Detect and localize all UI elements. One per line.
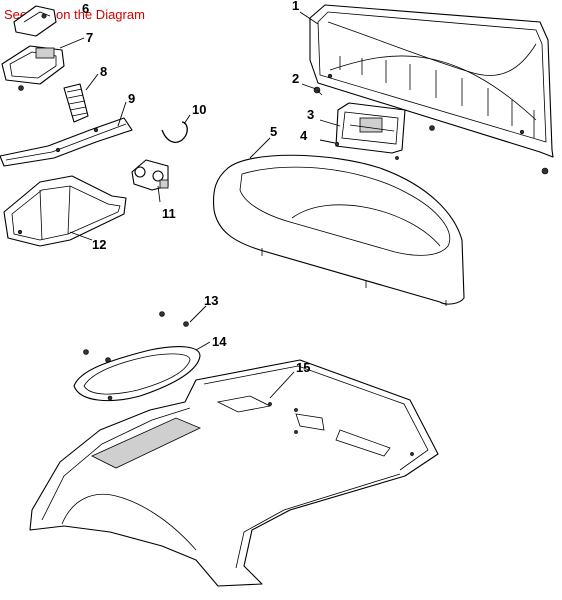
callout-7: 7	[86, 30, 93, 45]
part-2-screw	[313, 86, 323, 96]
part-15-top-cover	[29, 359, 439, 587]
callout-1: 1	[292, 0, 299, 13]
part-4-screw	[319, 139, 340, 147]
callout-4: 4	[300, 128, 308, 143]
callout-2: 2	[292, 71, 299, 86]
leader-lines	[59, 11, 341, 399]
part-5-console	[212, 154, 465, 306]
part-6-knob	[13, 5, 57, 37]
callout-3: 3	[307, 107, 314, 122]
part-1-backsplash	[309, 4, 554, 175]
callout-9: 9	[128, 91, 135, 106]
part-10-hose-clip	[161, 121, 188, 143]
part-9-bracket	[0, 117, 133, 167]
callout-11: 11	[162, 206, 176, 221]
callout-6: 6	[82, 1, 89, 16]
part-14-lid-frame	[73, 341, 211, 402]
part-12-housing	[3, 175, 127, 247]
callout-14: 14	[212, 334, 227, 349]
callout-15: 15	[296, 360, 310, 375]
part-8-filter	[63, 83, 89, 123]
part-7-dispenser	[1, 45, 65, 91]
part-11-water-valve	[131, 159, 169, 203]
callout-12: 12	[92, 237, 106, 252]
callout-labels: 1 2 3 4 5 6 7 8 9 10 11 12 13 14 15	[82, 0, 314, 375]
part-3-control-board	[335, 102, 435, 160]
part-13-screws	[83, 305, 207, 363]
callout-5: 5	[270, 124, 277, 139]
callout-13: 13	[204, 293, 218, 308]
callout-10: 10	[192, 102, 206, 117]
callout-8: 8	[100, 64, 107, 79]
